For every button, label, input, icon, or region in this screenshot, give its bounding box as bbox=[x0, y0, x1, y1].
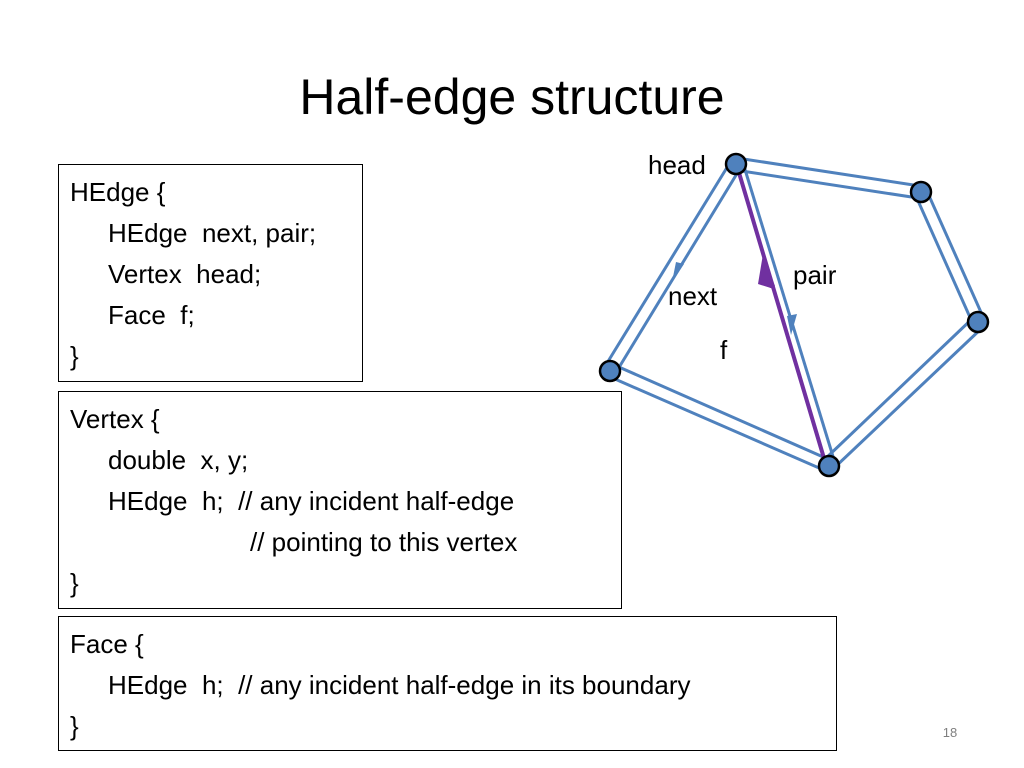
highlighted-arrowhead bbox=[758, 254, 774, 289]
vertex-right bbox=[966, 310, 990, 334]
edge-line bbox=[611, 362, 831, 462]
slide-number: 18 bbox=[942, 725, 958, 740]
code-line: HEdge h; // any incident half-edge in it… bbox=[108, 670, 691, 700]
edge-line bbox=[607, 374, 827, 473]
code-line: HEdge next, pair; bbox=[108, 218, 317, 248]
edge-line bbox=[736, 156, 921, 188]
label-pair: pair bbox=[793, 260, 837, 290]
polygon-edges bbox=[602, 156, 986, 473]
label-head: head bbox=[648, 150, 706, 180]
code-line: } bbox=[70, 568, 79, 598]
edge-line bbox=[913, 193, 975, 325]
next-arrowhead bbox=[672, 262, 684, 282]
label-face: f bbox=[720, 335, 728, 365]
vertex-head bbox=[724, 152, 748, 176]
highlighted-half-edge bbox=[735, 165, 828, 466]
code-line: HEdge h; // any incident half-edge bbox=[108, 486, 515, 516]
code-line: Vertex { bbox=[70, 404, 160, 434]
pair-arrowhead bbox=[787, 314, 797, 335]
vertex-top-right bbox=[909, 180, 933, 204]
code-line: Face { bbox=[70, 629, 144, 659]
edge-line bbox=[613, 166, 743, 375]
code-line: Face f; bbox=[108, 300, 195, 330]
code-line: } bbox=[70, 341, 79, 371]
code-line: Vertex head; bbox=[108, 259, 262, 289]
edge-line bbox=[741, 162, 837, 464]
label-next: next bbox=[668, 281, 718, 311]
vertex-bottom bbox=[817, 454, 841, 478]
hedge-struct-box: HEdge { HEdge next, pair; Vertex head; F… bbox=[58, 164, 363, 382]
edge-line bbox=[602, 160, 733, 369]
edge-line bbox=[822, 315, 976, 462]
face-struct-box: Face { HEdge h; // any incident half-edg… bbox=[58, 616, 837, 751]
vertex-left bbox=[598, 359, 622, 383]
edge-line bbox=[734, 168, 919, 200]
vertices bbox=[598, 152, 990, 478]
code-line: } bbox=[70, 711, 79, 741]
highlighted-arrowhead bbox=[765, 266, 775, 288]
edge-line bbox=[831, 325, 985, 471]
code-line: HEdge { bbox=[70, 177, 166, 207]
slide-title: Half-edge structure bbox=[299, 69, 725, 125]
code-line: // pointing to this vertex bbox=[250, 527, 518, 557]
edge-line bbox=[924, 188, 986, 320]
code-line: double x, y; bbox=[108, 445, 249, 475]
vertex-struct-box: Vertex { double x, y; HEdge h; // any in… bbox=[58, 391, 622, 609]
